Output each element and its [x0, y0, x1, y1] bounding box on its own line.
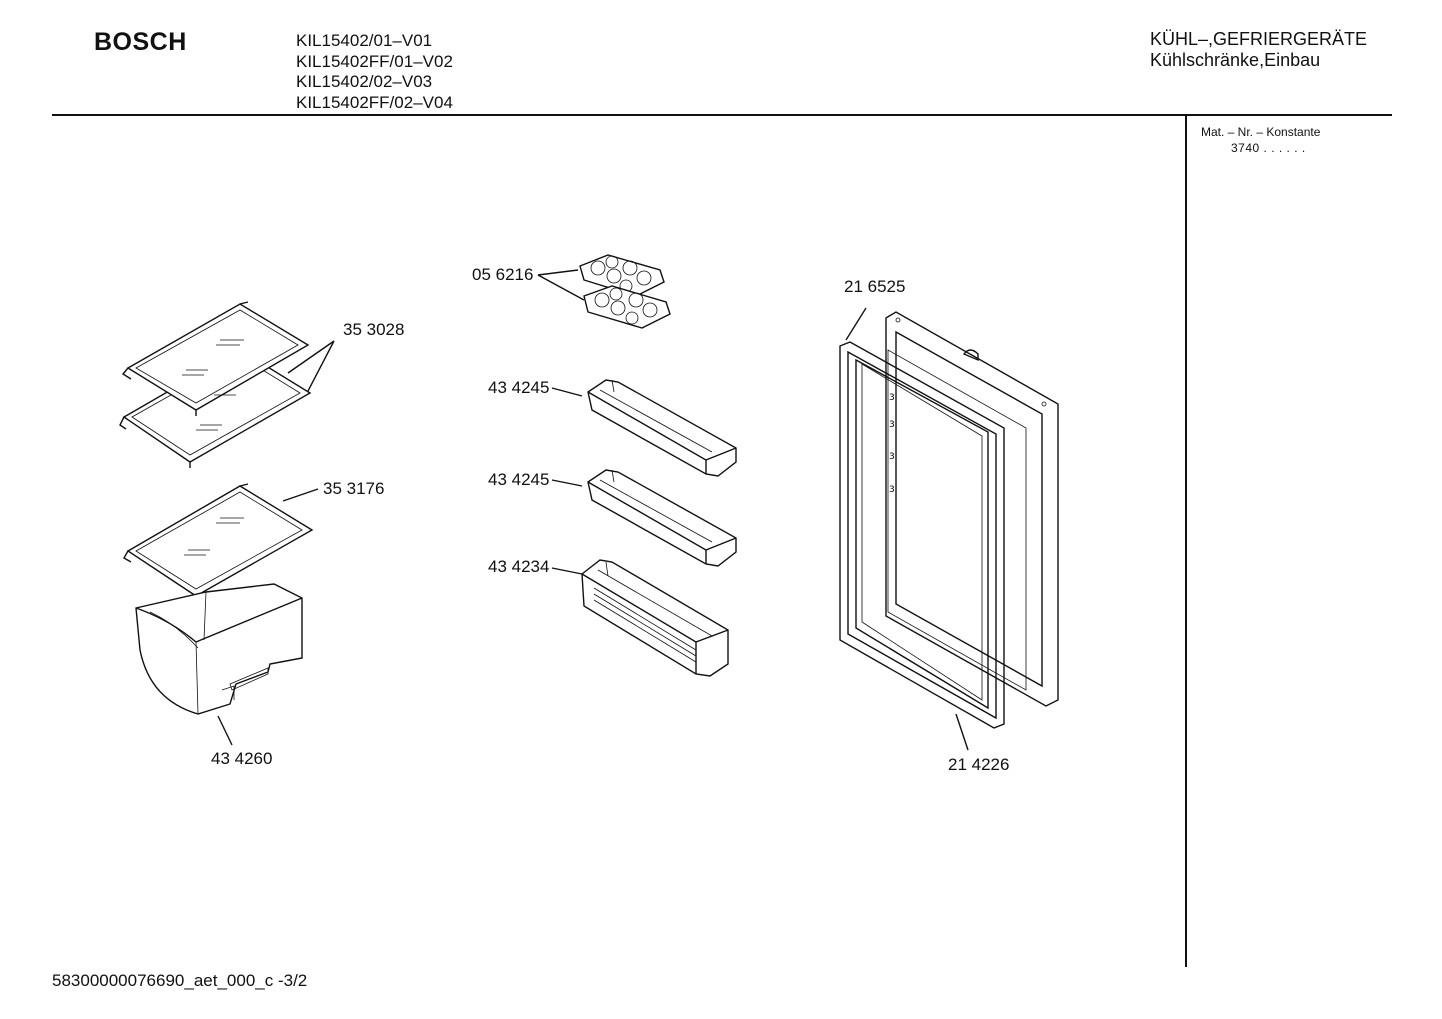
door-inner-panel: 3 3 3 3 — [885, 311, 1059, 707]
leader-line — [537, 274, 585, 301]
leader-line — [287, 340, 335, 374]
part-number-label: 35 3028 — [343, 320, 404, 339]
egg-tray-lower — [583, 285, 671, 329]
door-shelf-middle — [587, 469, 737, 567]
part-number-label: 21 6525 — [844, 277, 905, 296]
glass-shelf-upper — [121, 301, 310, 416]
door-bottle-shelf — [581, 559, 729, 677]
model-number: KIL15402/01–V01 — [296, 31, 433, 50]
leader-line — [537, 269, 579, 276]
material-number-label: Mat. – Nr. – Konstante — [1201, 125, 1321, 139]
part-number-label: 43 4260 — [211, 749, 272, 768]
leader-line — [551, 387, 583, 397]
brand-logo: BOSCH — [94, 28, 187, 56]
vegetable-drawer — [135, 583, 303, 715]
category-main: KÜHL–,GEFRIERGERÄTE — [1150, 29, 1368, 49]
part-number-label: 43 4234 — [488, 557, 549, 576]
leader-line — [307, 340, 335, 392]
svg-text:3: 3 — [889, 485, 895, 495]
material-number-value: 3740 . . . . . . — [1231, 141, 1306, 155]
part-number-label: 43 4245 — [488, 470, 549, 489]
header-divider — [52, 114, 1392, 116]
svg-text:3: 3 — [889, 393, 895, 403]
door-gasket — [839, 341, 1005, 729]
part-number-label: 21 4226 — [948, 755, 1009, 774]
leader-line — [217, 715, 233, 746]
svg-text:3: 3 — [889, 420, 895, 430]
leader-line — [955, 713, 969, 751]
model-number: KIL15402FF/02–V04 — [296, 92, 453, 112]
svg-text:3: 3 — [889, 452, 895, 462]
part-number-label: 43 4245 — [488, 378, 549, 397]
egg-tray-upper — [579, 254, 665, 297]
part-number-label: 35 3176 — [323, 479, 384, 498]
model-list: KIL15402/01–V01 KIL15402FF/01–V02 KIL154… — [296, 31, 453, 113]
document-id: 58300000076690_aet_000_c -3/2 — [52, 971, 308, 990]
glass-shelf-single — [123, 483, 314, 602]
leader-line — [551, 567, 583, 575]
model-number: KIL15402/02–V03 — [296, 72, 433, 91]
door-shelf-upper — [587, 379, 737, 477]
model-number: KIL15402FF/01–V02 — [296, 51, 453, 71]
leader-line — [845, 307, 867, 341]
leader-line — [551, 479, 583, 487]
category-sub: Kühlschränke,Einbau — [1150, 50, 1321, 70]
sidebar-divider — [1185, 116, 1187, 967]
part-number-label: 05 6216 — [472, 265, 533, 284]
leader-line — [282, 488, 319, 502]
product-category: KÜHL–,GEFRIERGERÄTE Kühlschränke,Einbau — [1150, 29, 1367, 71]
